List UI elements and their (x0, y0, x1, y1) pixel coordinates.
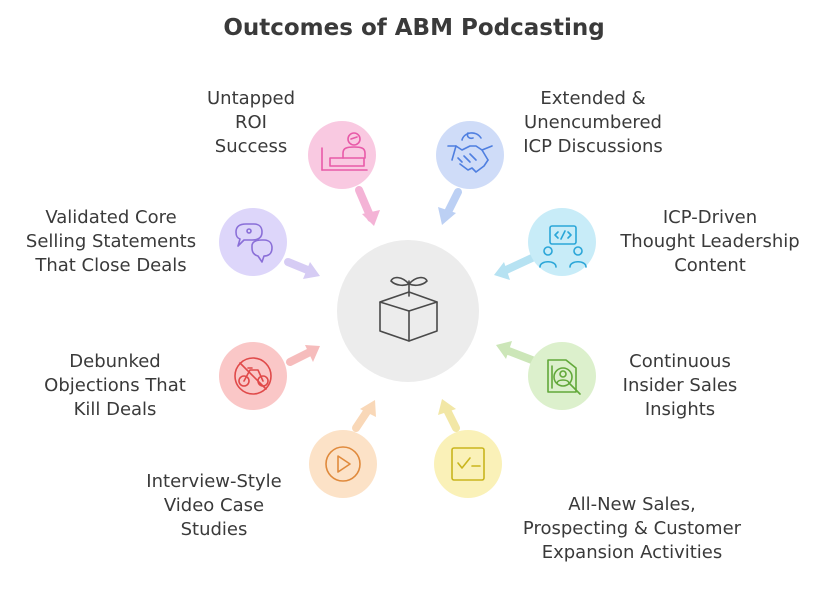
sprouting-box-icon (379, 276, 438, 342)
speech-bubbles-icon (235, 223, 273, 263)
play-icon (325, 446, 361, 482)
node-icp-driven (528, 208, 596, 276)
person-search-icon (547, 359, 581, 395)
arrow-interview-video (352, 400, 376, 432)
arrow-extended-icp (438, 188, 462, 225)
code-presentation-icon (539, 225, 587, 268)
node-validated-statements (219, 208, 287, 276)
center-node (337, 240, 479, 382)
arrow-debunked-objections (286, 345, 320, 366)
node-all-new-sales (434, 430, 502, 498)
arrow-validated-statements (284, 258, 320, 279)
arrow-icp-driven (494, 254, 536, 280)
node-extended-icp (436, 121, 504, 189)
node-interview-video (309, 430, 377, 498)
arrow-continuous-insights (496, 341, 536, 364)
checklist-icon (451, 447, 485, 481)
diagram-title: Outcomes of ABM Podcasting (223, 15, 605, 41)
no-bicycle-icon (234, 357, 272, 395)
person-at-desk-icon (321, 132, 368, 171)
node-debunked-objections (219, 342, 287, 410)
node-continuous-insights (528, 342, 596, 410)
handshake-globe-icon (447, 132, 493, 173)
node-untapped-roi (308, 121, 376, 189)
arrow-untapped-roi (355, 186, 380, 226)
arrow-all-new-sales (438, 399, 460, 432)
